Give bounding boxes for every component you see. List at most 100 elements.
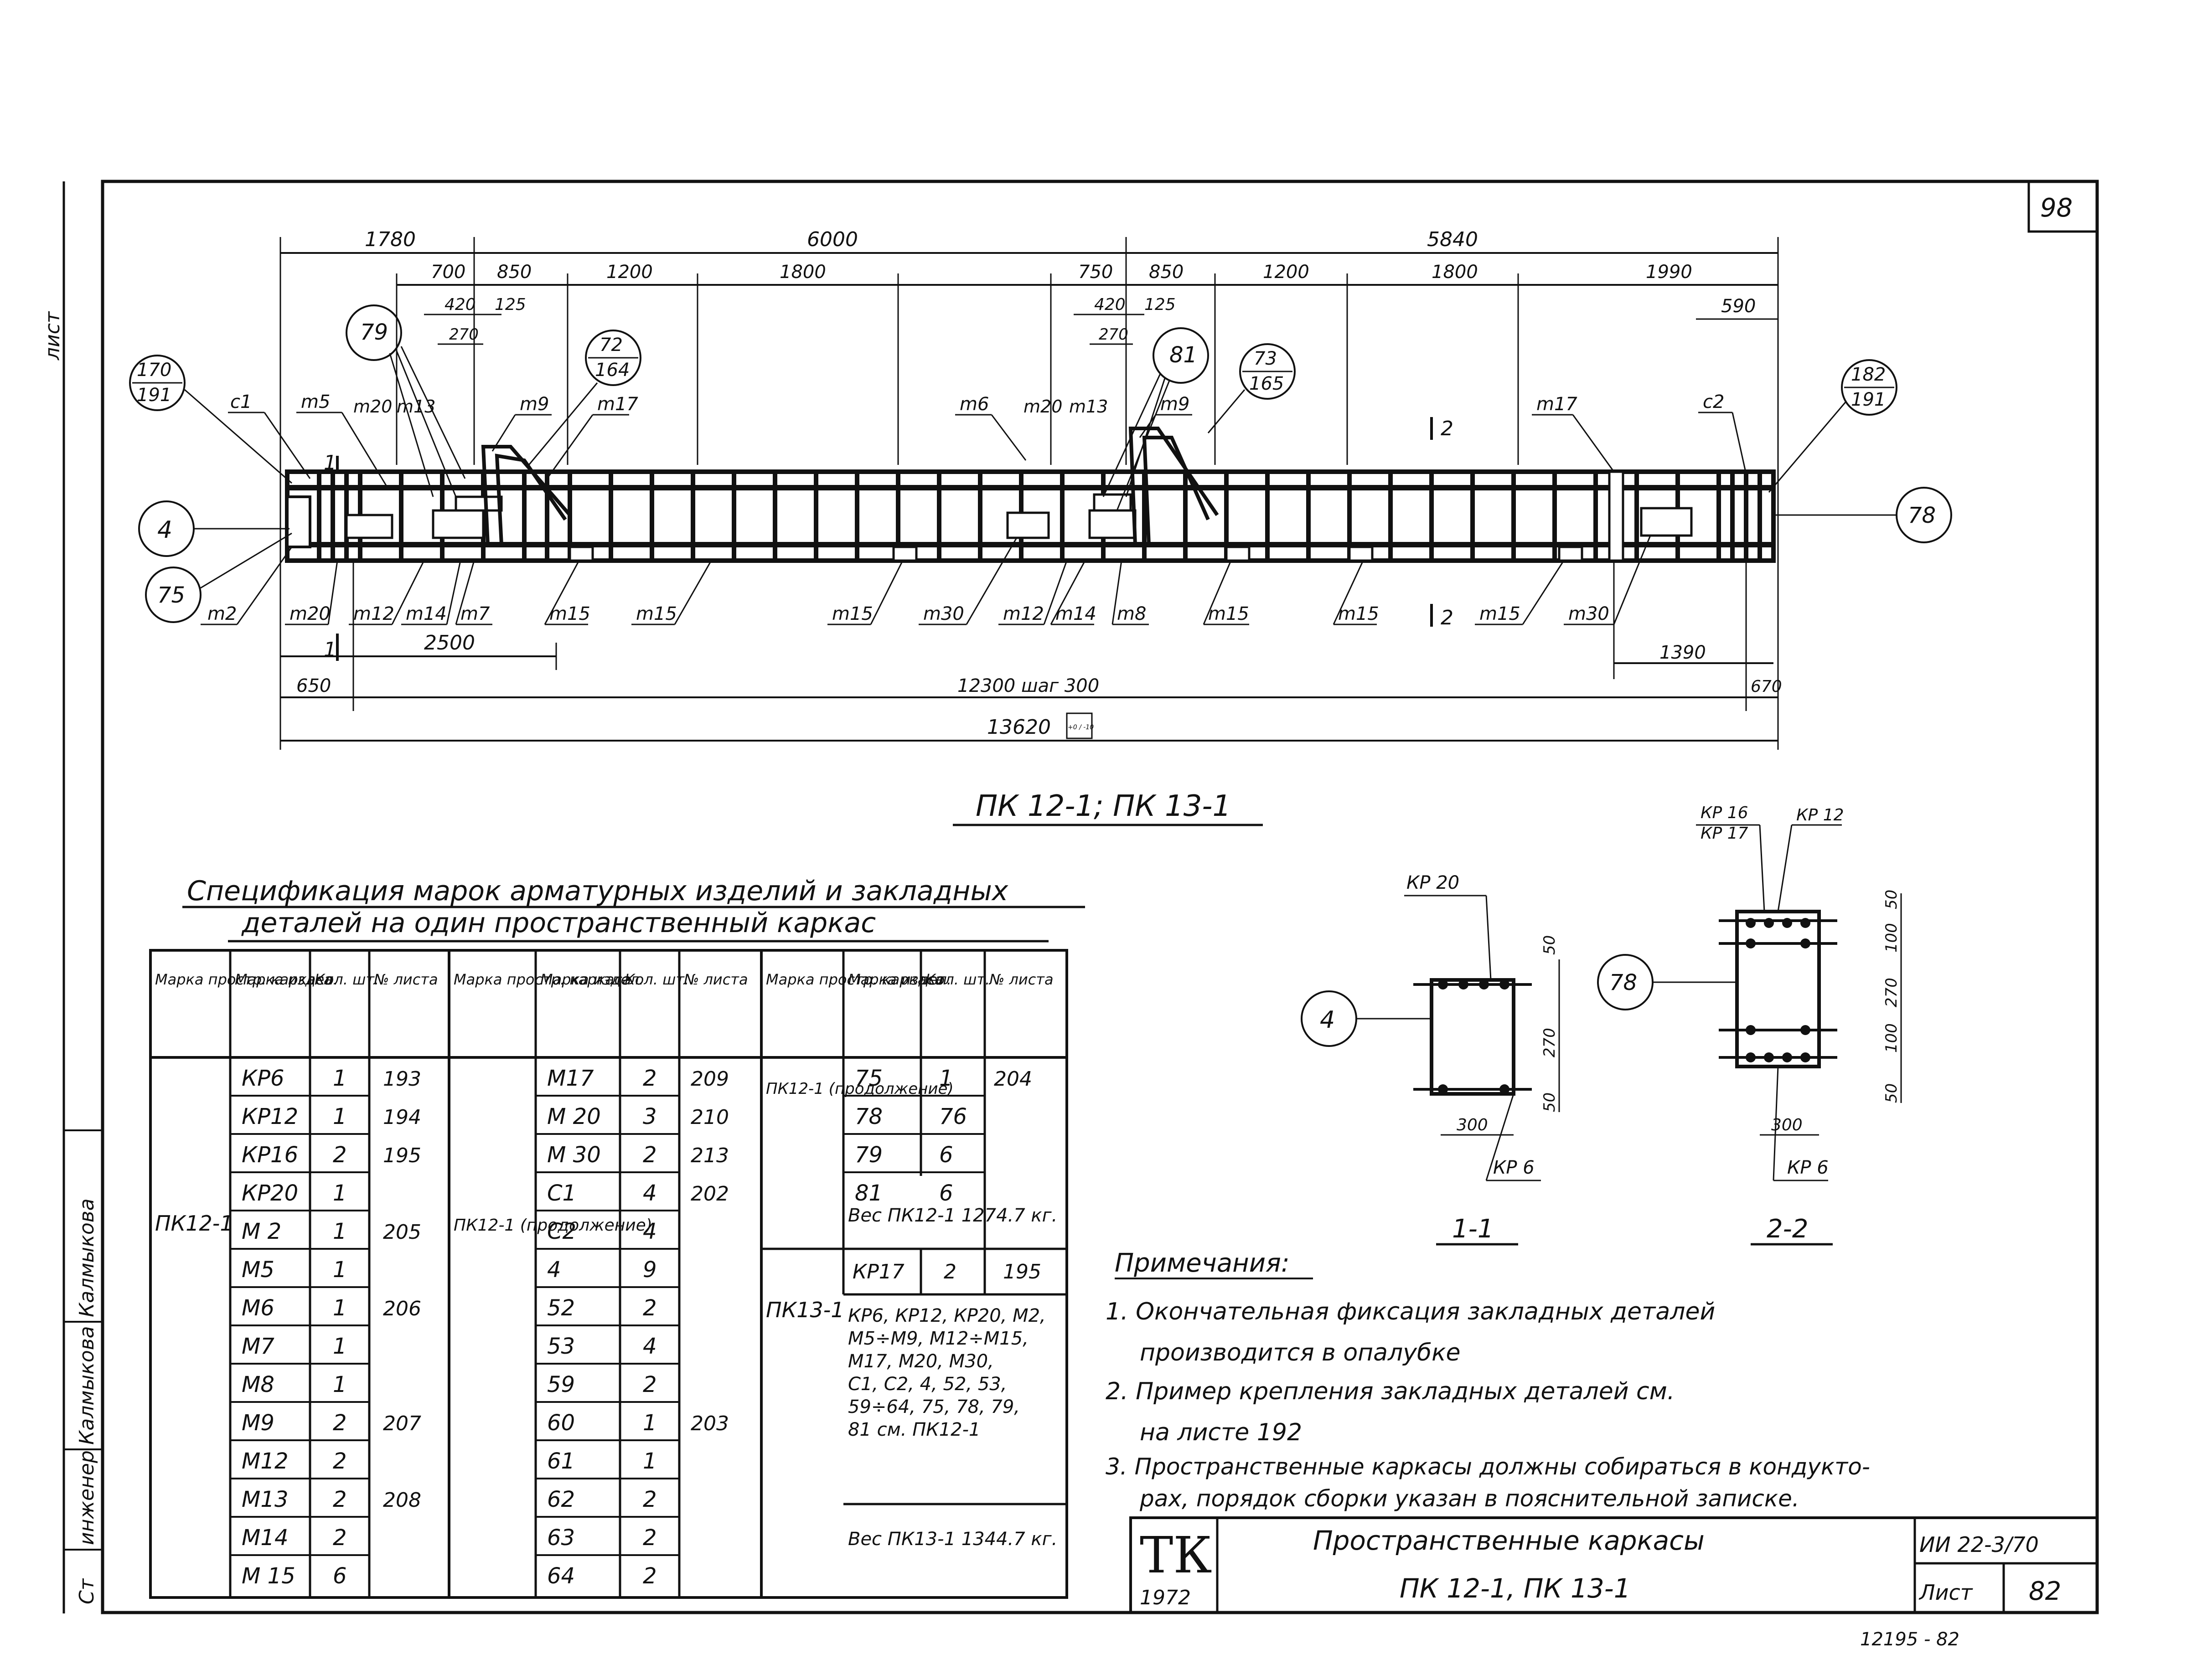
svg-text:182: 182 bbox=[1851, 364, 1886, 385]
tb-title2: ПК 12-1, ПК 13-1 bbox=[1400, 1573, 1631, 1604]
th-sheet-2: № листа bbox=[683, 971, 748, 988]
lbl-m15a: m15 bbox=[549, 603, 590, 624]
lbl-m15e: m15 bbox=[1338, 603, 1379, 624]
s2-mark: 78 bbox=[1609, 970, 1637, 995]
g2-sheet: 202 bbox=[691, 1182, 729, 1206]
lbl-m8: m8 bbox=[1117, 603, 1146, 624]
g1-item: М14 bbox=[242, 1525, 289, 1551]
bubble-ref-170: 170 191 bbox=[129, 355, 292, 484]
g1-sheet: 195 bbox=[383, 1144, 421, 1167]
lbl-m15d: m15 bbox=[1208, 603, 1249, 624]
g1-qty: 2 bbox=[333, 1525, 347, 1551]
g4-row-sheet: 195 bbox=[1003, 1260, 1041, 1283]
note-1a: 1. Окончательная фиксация закладных дета… bbox=[1106, 1298, 1715, 1325]
end-mark-4: 4 bbox=[138, 500, 289, 557]
dim-750: 750 bbox=[1078, 262, 1113, 283]
g2-qty: 2 bbox=[643, 1525, 657, 1551]
lbl-m12: m12 bbox=[353, 603, 394, 624]
dim-850b: 850 bbox=[1149, 262, 1184, 283]
dim-1200b: 1200 bbox=[1263, 262, 1309, 283]
svg-text:191: 191 bbox=[137, 385, 171, 406]
svg-text:78: 78 bbox=[1908, 503, 1936, 528]
view-subtitle: ПК 12-1; ПК 13-1 bbox=[976, 789, 1231, 823]
lifting-loops bbox=[481, 427, 1219, 545]
dim-2500: 2500 bbox=[424, 631, 475, 654]
s1-kp-bottom: КР 6 bbox=[1493, 1157, 1535, 1178]
end-mark-78: 78 bbox=[1773, 487, 1952, 543]
section-mark-1-top: 1 bbox=[324, 451, 336, 474]
g2-item: 64 bbox=[547, 1563, 575, 1589]
bubble-ref-72: 72 164 bbox=[528, 330, 641, 465]
bubble-ref-73: 73 165 bbox=[1207, 343, 1296, 433]
g2-qty: 2 bbox=[643, 1372, 657, 1397]
section-1-1: КР 20 КР 6 300 50 270 50 4 1-1 bbox=[1301, 872, 1560, 1246]
g3-qty: 6 bbox=[939, 1142, 953, 1168]
g2-qty: 2 bbox=[643, 1066, 657, 1091]
g1-item: М 15 bbox=[242, 1563, 295, 1589]
lbl-m15f: m15 bbox=[1479, 603, 1520, 624]
g1-qty: 1 bbox=[333, 1295, 347, 1321]
g2-sheet: 209 bbox=[691, 1067, 729, 1091]
stamp-st: Ст bbox=[75, 1578, 98, 1604]
dim-700: 700 bbox=[431, 262, 465, 283]
group4-weight: Вес ПК13-1 1344.7 кг. bbox=[848, 1529, 1057, 1550]
s2-w: 300 bbox=[1771, 1116, 1803, 1134]
stamp-sign: Калмыкова bbox=[75, 1326, 98, 1445]
th-qty: Кол. шт. bbox=[315, 971, 379, 988]
th-qty-2: Кол. шт. bbox=[625, 971, 689, 988]
g2-qty: 4 bbox=[643, 1180, 657, 1206]
lbl-m15c: m15 bbox=[832, 603, 873, 624]
dim-13620: 13620 bbox=[987, 716, 1051, 739]
s2-kp12: КР 12 bbox=[1796, 806, 1844, 825]
g2-qty: 2 bbox=[643, 1295, 657, 1321]
stamp-name: Калмыкова bbox=[75, 1198, 98, 1317]
embedded-plates bbox=[345, 470, 1693, 562]
title-block: ТК 1972 Пространственные каркасы ПК 12-1… bbox=[1129, 1516, 2099, 1614]
g2-item: М 30 bbox=[547, 1142, 601, 1168]
lbl-m20c: m20 bbox=[289, 603, 331, 624]
g3-item: 81 bbox=[855, 1180, 883, 1206]
dim-420b: 420 bbox=[1094, 295, 1126, 314]
page-number: 98 bbox=[2040, 193, 2073, 223]
g1-item: М8 bbox=[242, 1372, 274, 1397]
g1-sheet: 194 bbox=[383, 1106, 421, 1129]
tb-title1: Пространственные каркасы bbox=[1313, 1525, 1705, 1556]
bottom-leader-labels: m2 m20 m12 m14 m7 m15 m15 m15 m30 m12 m1… bbox=[201, 535, 1651, 625]
g2-qty: 2 bbox=[643, 1142, 657, 1168]
g1-qty: 1 bbox=[333, 1257, 347, 1283]
g1-sheet: 205 bbox=[383, 1221, 421, 1244]
dim-1780: 1780 bbox=[365, 228, 416, 251]
dim-125a: 125 bbox=[495, 295, 526, 314]
g1-qty: 2 bbox=[333, 1142, 347, 1168]
g1-item: КР12 bbox=[242, 1104, 298, 1129]
s2-h5: 50 bbox=[1882, 1083, 1901, 1103]
g2-qty: 9 bbox=[643, 1257, 657, 1283]
dim-1390: 1390 bbox=[1659, 642, 1706, 663]
g3-item: 75 bbox=[855, 1066, 883, 1091]
svg-text:72: 72 bbox=[600, 335, 623, 356]
lbl-m9: m9 bbox=[520, 394, 549, 415]
stamp-top-mark: лист bbox=[41, 311, 64, 361]
svg-text:81: 81 bbox=[1169, 342, 1197, 368]
g4-note-0: КР6, КР12, КР20, М2, bbox=[848, 1305, 1046, 1326]
svg-text:75: 75 bbox=[157, 582, 185, 608]
g2-qty: 2 bbox=[643, 1487, 657, 1512]
g2-item: 52 bbox=[547, 1295, 575, 1321]
svg-text:4: 4 bbox=[157, 516, 172, 544]
g2-qty: 1 bbox=[643, 1448, 657, 1474]
th-item-2: Марка издел. bbox=[540, 971, 644, 988]
s1-kp-top: КР 20 bbox=[1406, 872, 1459, 893]
g1-item: КР6 bbox=[242, 1066, 284, 1091]
g1-qty: 1 bbox=[333, 1372, 347, 1397]
lbl-m5: m5 bbox=[301, 392, 330, 412]
dim-650: 650 bbox=[296, 675, 331, 696]
g1-item: М5 bbox=[242, 1257, 274, 1283]
end-plate-left bbox=[286, 495, 311, 548]
lbl-m12b: m12 bbox=[1003, 603, 1044, 624]
g2-item: С2 bbox=[547, 1219, 576, 1244]
note-1b: производится в опалубке bbox=[1140, 1339, 1461, 1366]
lbl-m30a: m30 bbox=[923, 603, 964, 624]
s2-h2: 100 bbox=[1882, 923, 1901, 953]
bubble-ref-182: 182 191 bbox=[1768, 359, 1897, 493]
